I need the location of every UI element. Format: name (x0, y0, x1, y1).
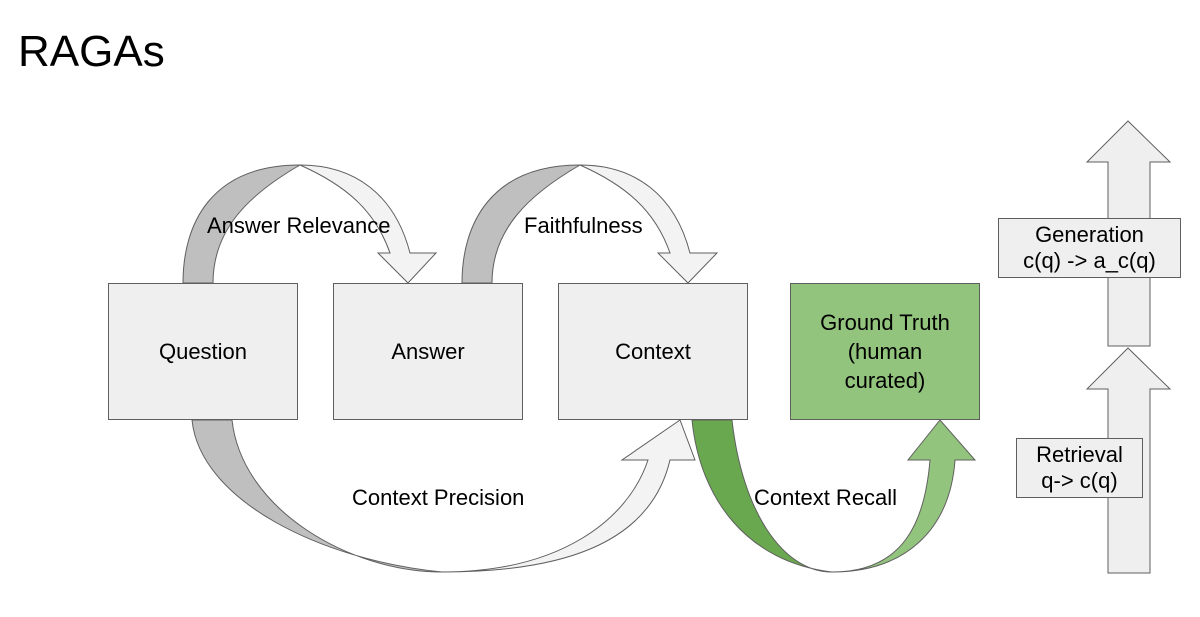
retrieval-box: Retrieval q-> c(q) (1016, 438, 1143, 498)
answer-relevance-label: Answer Relevance (207, 213, 391, 238)
context-precision-label: Context Precision (352, 485, 525, 510)
answer-node: Answer (333, 283, 523, 420)
question-node: Question (108, 283, 298, 420)
generation-box: Generation c(q) -> a_c(q) (998, 218, 1181, 278)
faithfulness-label: Faithfulness (524, 213, 643, 238)
faithfulness-arrow (461, 164, 719, 284)
ground-truth-node: Ground Truth (human curated) (790, 283, 980, 420)
page-title: RAGAs (18, 27, 165, 76)
context-recall-arrow (691, 419, 977, 573)
context-node: Context (558, 283, 748, 420)
context-precision-arrow (191, 419, 696, 573)
context-recall-label: Context Recall (754, 485, 898, 510)
answer-relevance-arrow (182, 164, 438, 284)
